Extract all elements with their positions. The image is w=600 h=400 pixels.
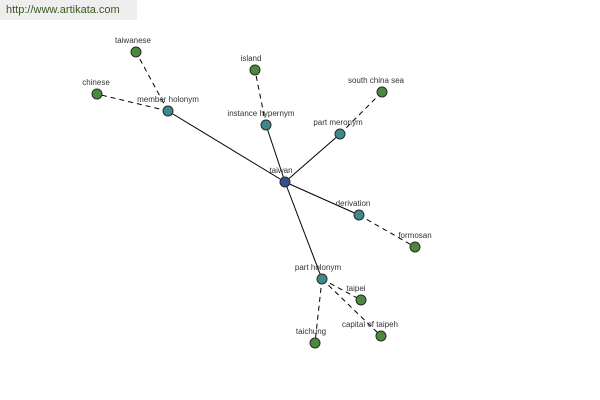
center-label-taiwan[interactable]: taiwan bbox=[269, 166, 292, 175]
label-layer: taiwan member holonym instance hypernym par… bbox=[82, 36, 431, 336]
term-label-capital-of-taipeh[interactable]: capital of taipeh bbox=[342, 320, 398, 329]
relation-label-derivation[interactable]: derivation bbox=[336, 199, 371, 208]
edge-taiwan-instance-hypernym bbox=[265, 124, 286, 183]
term-node-taichung[interactable] bbox=[309, 337, 321, 349]
edge-taiwan-part-holonym bbox=[284, 181, 323, 280]
edge-part-holonym-taipei bbox=[321, 278, 362, 301]
edge-derivation-formosan bbox=[358, 214, 416, 248]
edge-instance-hypernym-island bbox=[254, 69, 267, 126]
edge-taiwan-part-meronym bbox=[284, 133, 341, 183]
term-label-formosan[interactable]: formosan bbox=[398, 231, 431, 240]
term-label-taiwanese[interactable]: taiwanese bbox=[115, 36, 152, 45]
relation-label-instance-hypernym[interactable]: instance hypernym bbox=[227, 109, 294, 118]
edge-part-holonym-capital-of-taipeh bbox=[321, 278, 382, 337]
term-label-taichung[interactable]: taichung bbox=[296, 327, 326, 336]
term-node-capital-of-taipeh[interactable] bbox=[375, 330, 387, 342]
edge-part-meronym-south-china-sea bbox=[339, 91, 383, 135]
url-link[interactable]: http://www.artikata.com bbox=[6, 4, 120, 16]
edge-member-holonym-taiwanese bbox=[135, 51, 169, 112]
edge-taiwan-derivation bbox=[284, 181, 360, 216]
term-node-taiwanese[interactable] bbox=[130, 46, 142, 58]
term-node-taipei[interactable] bbox=[355, 294, 367, 306]
relation-label-member-holonym[interactable]: member holonym bbox=[137, 95, 199, 104]
term-node-chinese[interactable] bbox=[91, 88, 103, 100]
term-label-south-china-sea[interactable]: south china sea bbox=[348, 76, 405, 85]
url-banner[interactable]: http://www.artikata.com bbox=[0, 0, 137, 20]
relation-node-instance-hypernym[interactable] bbox=[260, 119, 272, 131]
edge-part-holonym-taichung bbox=[314, 278, 323, 344]
relation-node-derivation[interactable] bbox=[353, 209, 365, 221]
edge-layer bbox=[96, 51, 416, 344]
edge-member-holonym-chinese bbox=[96, 93, 169, 112]
term-node-formosan[interactable] bbox=[409, 241, 421, 253]
relation-node-part-meronym[interactable] bbox=[334, 128, 346, 140]
relation-label-part-meronym[interactable]: part meronym bbox=[313, 118, 363, 127]
term-label-island[interactable]: island bbox=[241, 54, 262, 63]
term-label-taipei[interactable]: taipei bbox=[346, 284, 365, 293]
relation-node-part-holonym[interactable] bbox=[316, 273, 328, 285]
term-node-island[interactable] bbox=[249, 64, 261, 76]
relation-node-member-holonym[interactable] bbox=[162, 105, 174, 117]
term-label-chinese[interactable]: chinese bbox=[82, 78, 110, 87]
relation-label-part-holonym[interactable]: part holonym bbox=[295, 263, 342, 272]
term-node-south-china-sea[interactable] bbox=[376, 86, 388, 98]
node-layer bbox=[91, 46, 421, 349]
center-node-taiwan[interactable] bbox=[279, 176, 291, 188]
edge-taiwan-member-holonym bbox=[167, 110, 286, 183]
